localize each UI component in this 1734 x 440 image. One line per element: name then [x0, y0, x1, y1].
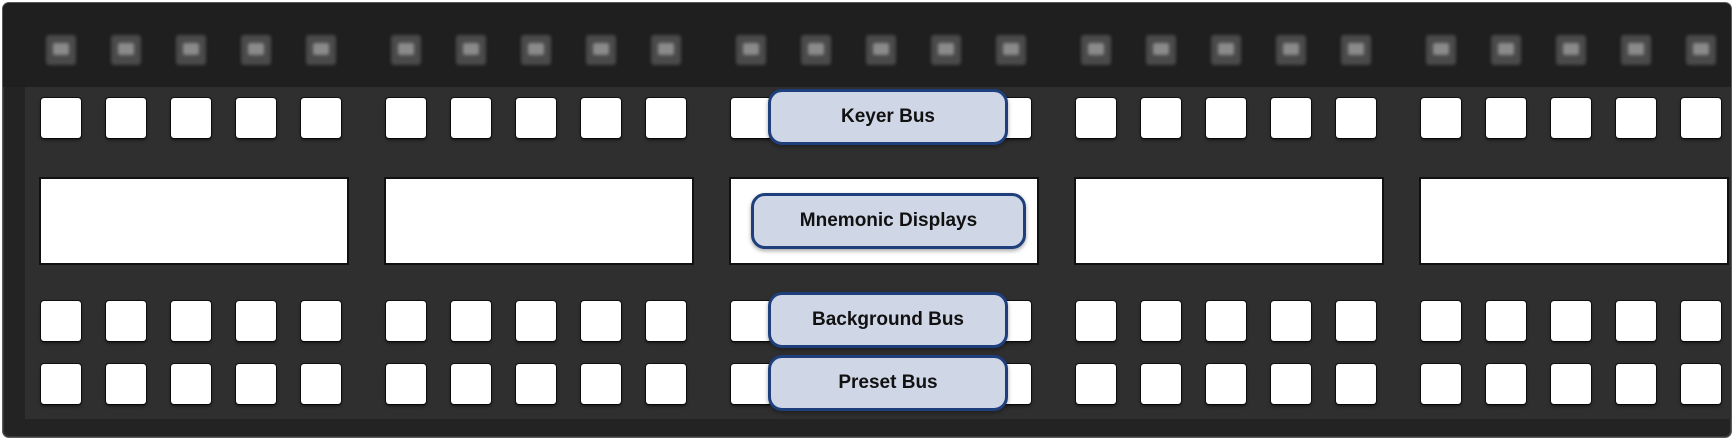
background-bus-key[interactable] [516, 301, 556, 341]
source-label-key [1211, 35, 1241, 65]
source-label-key [1276, 35, 1306, 65]
background-bus-key[interactable] [581, 301, 621, 341]
preset-bus-key[interactable] [1486, 364, 1526, 404]
source-label-key [651, 35, 681, 65]
background-bus-key[interactable] [1551, 301, 1591, 341]
source-label-key [1341, 35, 1371, 65]
switcher-control-panel [3, 3, 1731, 437]
preset-bus-key[interactable] [1206, 364, 1246, 404]
source-label-key [1491, 35, 1521, 65]
preset-bus-key[interactable] [106, 364, 146, 404]
preset-bus-key[interactable] [516, 364, 556, 404]
mnemonic-display [1074, 177, 1384, 265]
preset-bus-key[interactable] [646, 364, 686, 404]
keyer-bus-key[interactable] [41, 98, 81, 138]
keyer-bus-key[interactable] [1681, 98, 1721, 138]
source-label-key [1426, 35, 1456, 65]
source-label-key [1621, 35, 1651, 65]
keyer-bus-key[interactable] [106, 98, 146, 138]
keyer-bus-key[interactable] [451, 98, 491, 138]
keyer-bus-callout: Keyer Bus [768, 89, 1008, 145]
source-label-key [931, 35, 961, 65]
preset-bus-key[interactable] [1076, 364, 1116, 404]
preset-bus-key[interactable] [451, 364, 491, 404]
source-label-key [521, 35, 551, 65]
source-label-key [111, 35, 141, 65]
source-label-key [241, 35, 271, 65]
background-bus-key[interactable] [646, 301, 686, 341]
keyer-bus-key[interactable] [581, 98, 621, 138]
keyer-bus-key[interactable] [1551, 98, 1591, 138]
preset-bus-callout: Preset Bus [768, 355, 1008, 411]
background-bus-key[interactable] [1206, 301, 1246, 341]
source-label-key [391, 35, 421, 65]
source-label-key [1146, 35, 1176, 65]
keyer-bus-key[interactable] [1616, 98, 1656, 138]
keyer-bus-key[interactable] [1271, 98, 1311, 138]
source-label-key [996, 35, 1026, 65]
background-bus-key[interactable] [1486, 301, 1526, 341]
preset-bus-key[interactable] [41, 364, 81, 404]
preset-bus-key[interactable] [731, 364, 771, 404]
source-label-key [586, 35, 616, 65]
source-label-key [801, 35, 831, 65]
keyer-bus-key[interactable] [1421, 98, 1461, 138]
background-bus-key[interactable] [731, 301, 771, 341]
source-label-key [456, 35, 486, 65]
source-label-key [46, 35, 76, 65]
keyer-bus-key[interactable] [1206, 98, 1246, 138]
keyer-bus-key[interactable] [1336, 98, 1376, 138]
keyer-bus-key[interactable] [1486, 98, 1526, 138]
preset-bus-key[interactable] [1141, 364, 1181, 404]
keyer-bus-key[interactable] [1141, 98, 1181, 138]
background-bus-key[interactable] [41, 301, 81, 341]
source-label-key [866, 35, 896, 65]
source-label-key [306, 35, 336, 65]
keyer-bus-key[interactable] [646, 98, 686, 138]
keyer-bus-key[interactable] [236, 98, 276, 138]
preset-bus-key[interactable] [301, 364, 341, 404]
preset-bus-key[interactable] [1271, 364, 1311, 404]
preset-bus-key[interactable] [1551, 364, 1591, 404]
background-bus-key[interactable] [1076, 301, 1116, 341]
background-bus-key[interactable] [1141, 301, 1181, 341]
preset-bus-key[interactable] [1681, 364, 1721, 404]
keyer-bus-key[interactable] [1076, 98, 1116, 138]
preset-bus-key[interactable] [1336, 364, 1376, 404]
source-label-key [1081, 35, 1111, 65]
source-label-key [176, 35, 206, 65]
keyer-bus-key[interactable] [171, 98, 211, 138]
preset-bus-key[interactable] [581, 364, 621, 404]
mnemonic-display [39, 177, 349, 265]
source-label-key [1686, 35, 1716, 65]
background-bus-key[interactable] [1681, 301, 1721, 341]
background-bus-key[interactable] [1616, 301, 1656, 341]
preset-bus-key[interactable] [386, 364, 426, 404]
mnemonic-display [1419, 177, 1729, 265]
keyer-bus-key[interactable] [386, 98, 426, 138]
background-bus-key[interactable] [106, 301, 146, 341]
source-label-key [736, 35, 766, 65]
background-bus-key[interactable] [386, 301, 426, 341]
background-bus-key[interactable] [171, 301, 211, 341]
source-label-key [1556, 35, 1586, 65]
preset-bus-key[interactable] [171, 364, 211, 404]
background-bus-key[interactable] [1421, 301, 1461, 341]
preset-bus-key[interactable] [236, 364, 276, 404]
keyer-bus-key[interactable] [516, 98, 556, 138]
background-bus-key[interactable] [1336, 301, 1376, 341]
mnemonic-display [384, 177, 694, 265]
background-bus-key[interactable] [236, 301, 276, 341]
background-bus-callout: Background Bus [768, 292, 1008, 348]
preset-bus-key[interactable] [1421, 364, 1461, 404]
mnemonic-displays-callout: Mnemonic Displays [751, 193, 1026, 249]
background-bus-key[interactable] [301, 301, 341, 341]
keyer-bus-key[interactable] [301, 98, 341, 138]
preset-bus-key[interactable] [1616, 364, 1656, 404]
keyer-bus-key[interactable] [731, 98, 771, 138]
background-bus-key[interactable] [1271, 301, 1311, 341]
background-bus-key[interactable] [451, 301, 491, 341]
